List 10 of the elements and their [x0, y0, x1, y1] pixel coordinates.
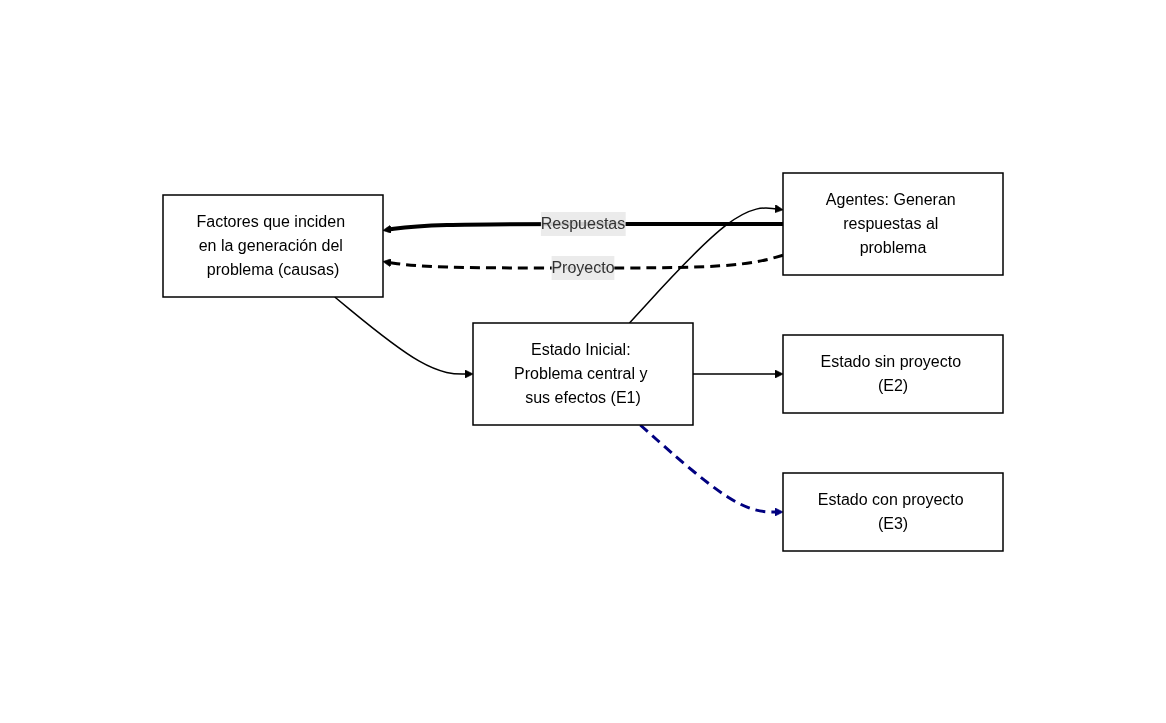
edge-label: Proyecto [551, 258, 615, 276]
node-box: Estado con proyecto (E3) [782, 471, 1004, 552]
node-box: Estado sin proyecto (E2) [782, 333, 1004, 414]
arrow [628, 203, 784, 324]
edge-label: Respuestas [540, 214, 626, 232]
node-box: Factores que inciden en la generación del problema (causas) [162, 193, 384, 298]
node-box: Estado Inicial: Problema central y sus efectos (E1) [472, 321, 694, 426]
arrow [334, 295, 474, 378]
node-box: Agentes: Generan respuestas al problema [782, 171, 1004, 276]
arrow [639, 423, 784, 516]
